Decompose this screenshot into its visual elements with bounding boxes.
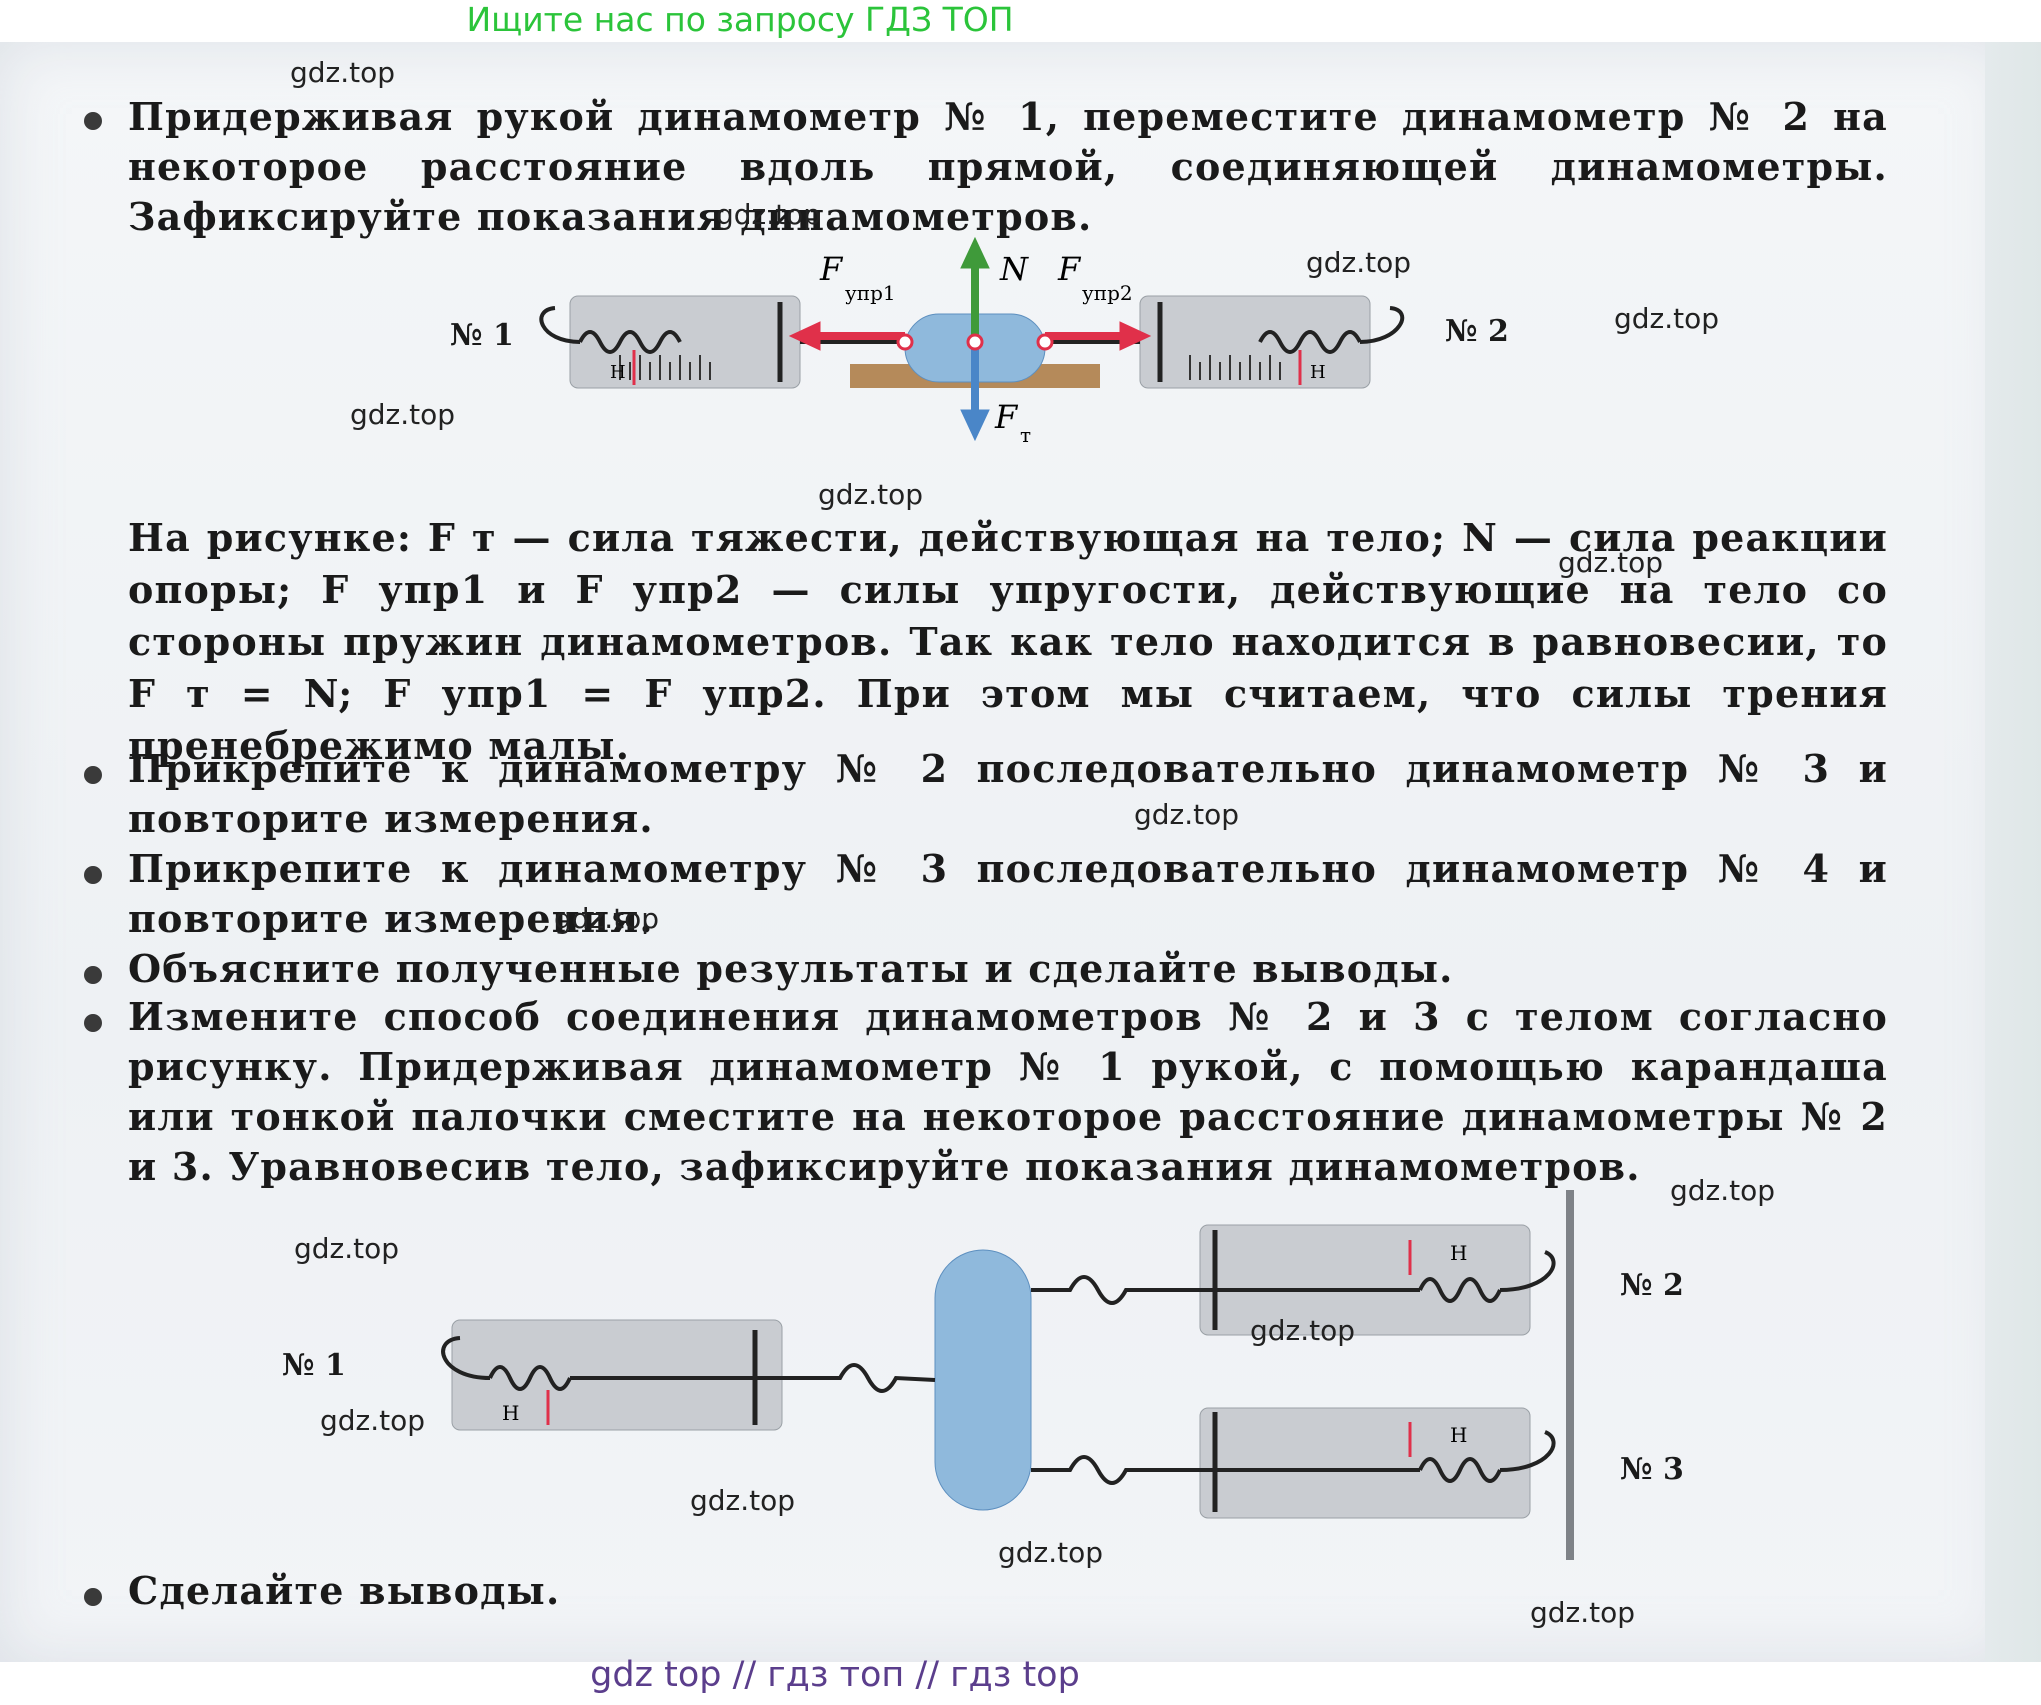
watermark: gdz.top [1558, 546, 1664, 579]
force-label-gravity: F [994, 398, 1019, 436]
bottom-banner[interactable]: gdz top // гдз топ // гдз top [590, 1655, 1080, 1695]
force-label-right-sub: упр2 [1082, 281, 1133, 305]
watermark: gdz.top [690, 1484, 796, 1517]
body-capsule [934, 1249, 1032, 1511]
figure-2-parallel-dynamometers: Н Н Н [441, 1190, 1574, 1560]
svg-text:Н: Н [1310, 362, 1326, 383]
force-label-right: F [1057, 250, 1082, 288]
dynamometer-1-case [569, 295, 801, 389]
arrow-elastic-left [788, 321, 905, 351]
scale-2 [1189, 355, 1281, 380]
hook-1 [539, 306, 581, 344]
dynamometer-2-case [1199, 1224, 1531, 1336]
fig1-label-dynamometer-2: № 2 [1445, 314, 1509, 349]
svg-text:Н: Н [610, 362, 626, 383]
spring-1 [578, 330, 682, 354]
spring-2 [1258, 330, 1362, 354]
page-edge [1985, 42, 2041, 1662]
paragraph-1: Придерживая рукой динамометр № 1, переме… [128, 94, 1888, 239]
fig2-label-dynamometer-3: № 3 [1620, 1452, 1684, 1487]
force-label-left: F [819, 250, 844, 288]
watermark: gdz.top [320, 1404, 426, 1437]
paragraph-b3: Прикрепите к динамометру № 3 последовате… [128, 846, 1888, 941]
watermark: gdz.top [290, 56, 396, 89]
paragraph-b2: Прикрепите к динамометру № 2 последовате… [128, 746, 1888, 841]
fig2-label-dynamometer-1: № 1 [282, 1348, 346, 1383]
force-label-normal: N [999, 250, 1029, 288]
fig2-label-dynamometer-2: № 2 [1620, 1268, 1684, 1303]
arrow-gravity [960, 342, 990, 442]
watermark: gdz.top [1530, 1596, 1636, 1629]
dynamometer-3-case [1199, 1407, 1531, 1519]
paragraph-b5: Измените способ соединения динамометров … [128, 994, 1888, 1189]
svg-text:Н: Н [502, 1401, 519, 1425]
bullet-3 [84, 866, 102, 884]
watermark: gdz.top [1670, 1174, 1776, 1207]
arrow-normal [960, 236, 990, 342]
watermark: gdz.top [716, 198, 822, 231]
bullet-4 [84, 966, 102, 984]
watermark: gdz.top [1306, 246, 1412, 279]
svg-text:Н: Н [1450, 1241, 1467, 1265]
paragraph-b6: Сделайте выводы. [128, 1568, 561, 1613]
paragraph-b4: Объясните полученные результаты и сделай… [128, 946, 1454, 991]
bullet-2 [84, 766, 102, 784]
watermark: gdz.top [294, 1232, 400, 1265]
hook-2 [1359, 306, 1405, 344]
bullet-6 [84, 1588, 102, 1606]
scale-1 [619, 355, 711, 380]
watermark: gdz.top [818, 478, 924, 511]
figure-1-horizontal-dynamometers: F упр1 N F упр2 F т Н Н [539, 236, 1405, 447]
dynamometer-2-case [1139, 295, 1371, 389]
bullet-1 [84, 112, 102, 130]
arrow-elastic-right [1045, 321, 1152, 351]
paragraph-2-explanation: На рисунке: F т — сила тяжести, действую… [128, 515, 1888, 768]
watermark: gdz.top [554, 902, 660, 935]
bullet-5 [84, 1014, 102, 1032]
fig1-label-dynamometer-1: № 1 [450, 318, 514, 353]
dynamometer-1-case [451, 1319, 783, 1431]
watermark: gdz.top [1250, 1314, 1356, 1347]
watermark: gdz.top [350, 398, 456, 431]
force-label-gravity-sub: т [1020, 423, 1031, 447]
svg-text:Н: Н [1450, 1423, 1467, 1447]
top-banner[interactable]: Ищите нас по запросу ГДЗ ТОП [466, 0, 1014, 39]
watermark: gdz.top [1134, 798, 1240, 831]
watermark: gdz.top [998, 1536, 1104, 1569]
force-label-left-sub: упр1 [845, 281, 896, 305]
watermark: gdz.top [1614, 302, 1720, 335]
